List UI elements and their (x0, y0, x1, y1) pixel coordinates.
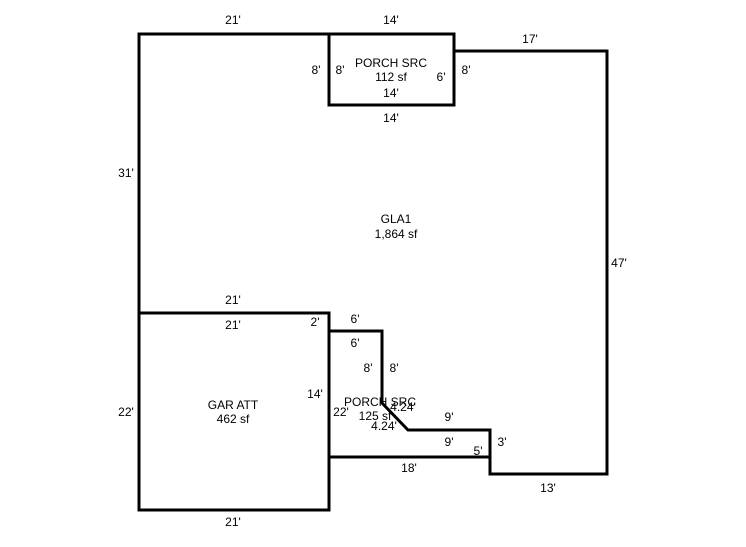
dim-garage-right-gla: 14' (307, 387, 323, 401)
dim-porch-top-top: 14' (383, 13, 399, 27)
dim-gla1-bottom-right: 13' (540, 481, 556, 495)
dim-garage-top-inner: 21' (225, 318, 241, 332)
dim-diag-inner: 4.24' (371, 419, 397, 433)
porch-top-outline (327, 32, 456, 107)
dim-gla1-top-left: 21' (225, 13, 241, 27)
dim-garage-bottom: 21' (225, 515, 241, 529)
dim-garage-right-porch: 22' (333, 405, 349, 419)
garage-name: GAR ATT (208, 398, 259, 412)
dim-step-vert-right: 8' (390, 361, 399, 375)
gla1-size: 1,864 sf (375, 227, 418, 241)
dim-garage-top-outer: 21' (225, 293, 241, 307)
dim-porch2-bottom: 18' (401, 461, 417, 475)
porch-bottom-outline (327, 329, 492, 459)
dim-step-top-outer: 6' (351, 312, 360, 326)
porch-top-size: 112 sf (375, 70, 407, 84)
garage-outline (137, 311, 331, 512)
dim-porch-top-right-inner: 6' (437, 70, 446, 84)
dim-garage-right-small: 2' (311, 315, 320, 329)
porch-bottom-name: PORCH SRC (344, 395, 416, 409)
dim-porch-top-bottom-outer: 14' (383, 111, 399, 125)
dim-porch-top-left-inner: 8' (336, 63, 345, 77)
dim-garage-left: 22' (118, 405, 134, 419)
dim-ledge-outer: 9' (445, 410, 454, 424)
dim-gla1-left: 31' (118, 166, 134, 180)
dim-step-vert-left: 8' (364, 361, 373, 375)
dim-porch-top-right-outer: 8' (462, 63, 471, 77)
dim-gla1-top-right: 17' (522, 32, 538, 46)
dim-diag-outer: 4.24' (390, 400, 416, 414)
dim-ledge-inner: 9' (445, 435, 454, 449)
gla1-name: GLA1 (381, 212, 412, 226)
dim-step-top-inner: 6' (351, 336, 360, 350)
garage-size: 462 sf (217, 412, 250, 426)
dim-notch-bottom: 5' (474, 444, 483, 458)
dim-porch-top-left-outer: 8' (312, 63, 321, 77)
dim-porch-top-bottom-inner: 14' (383, 86, 399, 100)
dim-notch-right: 3' (498, 435, 507, 449)
dim-gla1-right: 47' (611, 256, 627, 270)
porch-bottom-size: 125 sf (359, 409, 392, 423)
porch-top-name: PORCH SRC (355, 56, 427, 70)
